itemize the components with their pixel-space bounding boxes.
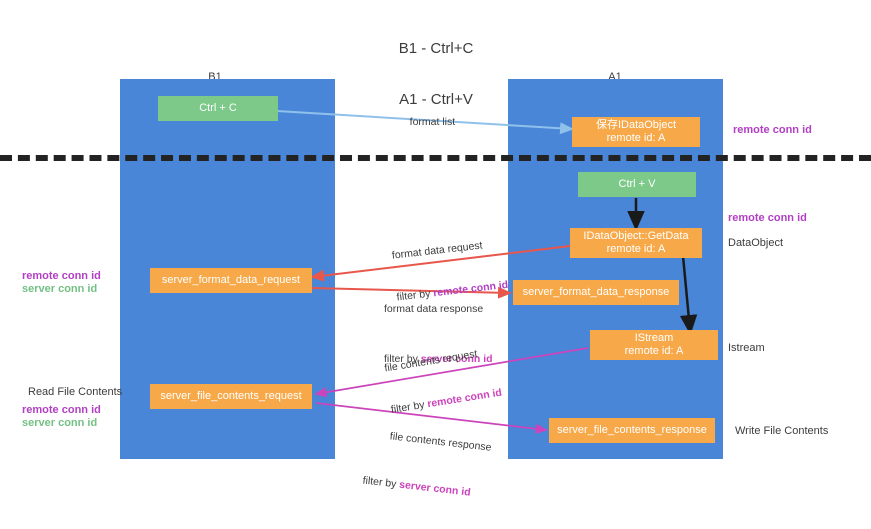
diagram-title-line-1: B1 - Ctrl+C: [398, 40, 474, 57]
node-server-file-contents-response-label: server_file_contents_response: [557, 424, 707, 436]
annotation-right-dataobject: DataObject: [728, 237, 784, 249]
annotation-right-remote-conn-id-top: remote conn id: [733, 124, 812, 136]
edge-label-format-data-response-line-1: format data response: [384, 303, 484, 315]
node-server-format-data-request-label: server_format_data_request: [161, 274, 301, 286]
edge-label-format-list: format list: [398, 101, 456, 143]
annotation-right-istream: Istream: [728, 342, 765, 354]
node-save-idataobject-line-1: 保存IDataObject: [595, 119, 677, 131]
edge-label-format-list-line-1: format list: [409, 116, 456, 128]
node-server-file-contents-request[interactable]: server_file_contents_request: [150, 384, 312, 409]
edge-label-file-contents-request-line-1: file contents request: [383, 347, 479, 375]
node-istream-line-1: IStream: [634, 332, 674, 344]
diagram-title-line-2: A1 - Ctrl+V: [399, 91, 473, 108]
node-server-file-contents-response[interactable]: server_file_contents_response: [549, 418, 715, 443]
edge-label-format-data-response-line-2: filter by server conn id: [384, 352, 493, 366]
edge-label-file-contents-response-line-1: file contents response: [389, 430, 493, 454]
arrow-getdata-to-istream: [679, 255, 698, 335]
node-server-file-contents-request-label: server_file_contents_request: [160, 390, 302, 402]
filter-prefix: filter by: [384, 353, 421, 365]
annotation-left-remote-conn-id-bottom: remote conn id: [22, 404, 101, 416]
diagram-title: B1 - Ctrl+C A1 - Ctrl+V: [336, 6, 536, 142]
annotation-left-remote-conn-id-mid: remote conn id: [22, 270, 101, 282]
node-server-format-data-request[interactable]: server_format_data_request: [150, 268, 312, 293]
node-ctrl-v-label: Ctrl + V: [618, 178, 656, 190]
node-ctrl-v[interactable]: Ctrl + V: [578, 172, 696, 197]
filter-term-server-conn-id: server conn id: [398, 478, 472, 499]
arrow-file-contents-request: [314, 347, 589, 398]
node-save-idataobject-line-2: remote id: A: [606, 132, 666, 144]
node-idataobject-getdata-line-1: IDataObject::GetData: [583, 230, 689, 242]
arrow-file-contents-response: [315, 402, 548, 434]
annotation-right-remote-conn-id-mid: remote conn id: [728, 212, 807, 224]
filter-prefix: filter by: [362, 474, 400, 491]
diagram-canvas: B1 - Ctrl+C A1 - Ctrl+V B1 connection A1…: [0, 6, 871, 499]
node-istream-line-2: remote id: A: [624, 345, 684, 357]
node-server-format-data-response[interactable]: server_format_data_response: [513, 280, 679, 305]
annotation-left-server-conn-id-bottom: server conn id: [22, 417, 98, 429]
edge-label-format-data-request-line-1: format data request: [391, 239, 484, 262]
annotation-left-read-file-contents: Read File Contents: [28, 386, 123, 398]
edge-label-file-contents-response: file contents response filter by server …: [359, 399, 496, 529]
node-idataobject-getdata[interactable]: IDataObject::GetData remote id: A: [570, 228, 702, 258]
node-ctrl-c-label: Ctrl + C: [199, 102, 237, 114]
phase-separator: [0, 155, 871, 161]
node-save-idataobject[interactable]: 保存IDataObject remote id: A: [572, 117, 700, 147]
node-istream[interactable]: IStream remote id: A: [590, 330, 718, 360]
arrow-format-list: [276, 110, 574, 135]
node-server-format-data-response-label: server_format_data_response: [522, 286, 670, 298]
node-ctrl-c[interactable]: Ctrl + C: [158, 96, 278, 121]
node-idataobject-getdata-line-2: remote id: A: [606, 243, 666, 255]
filter-term-server-conn-id: server conn id: [420, 353, 493, 365]
edge-label-format-data-response: format data response filter by server co…: [384, 274, 493, 394]
arrow-layer: [276, 110, 698, 434]
edge-label-file-contents-response-line-2: filter by server conn id: [362, 474, 487, 502]
arrow-format-data-response: [311, 286, 512, 299]
arrow-format-data-request: [310, 245, 571, 282]
annotation-right-write-file-contents: Write File Contents: [735, 425, 829, 437]
annotation-left-server-conn-id-mid: server conn id: [22, 283, 98, 295]
